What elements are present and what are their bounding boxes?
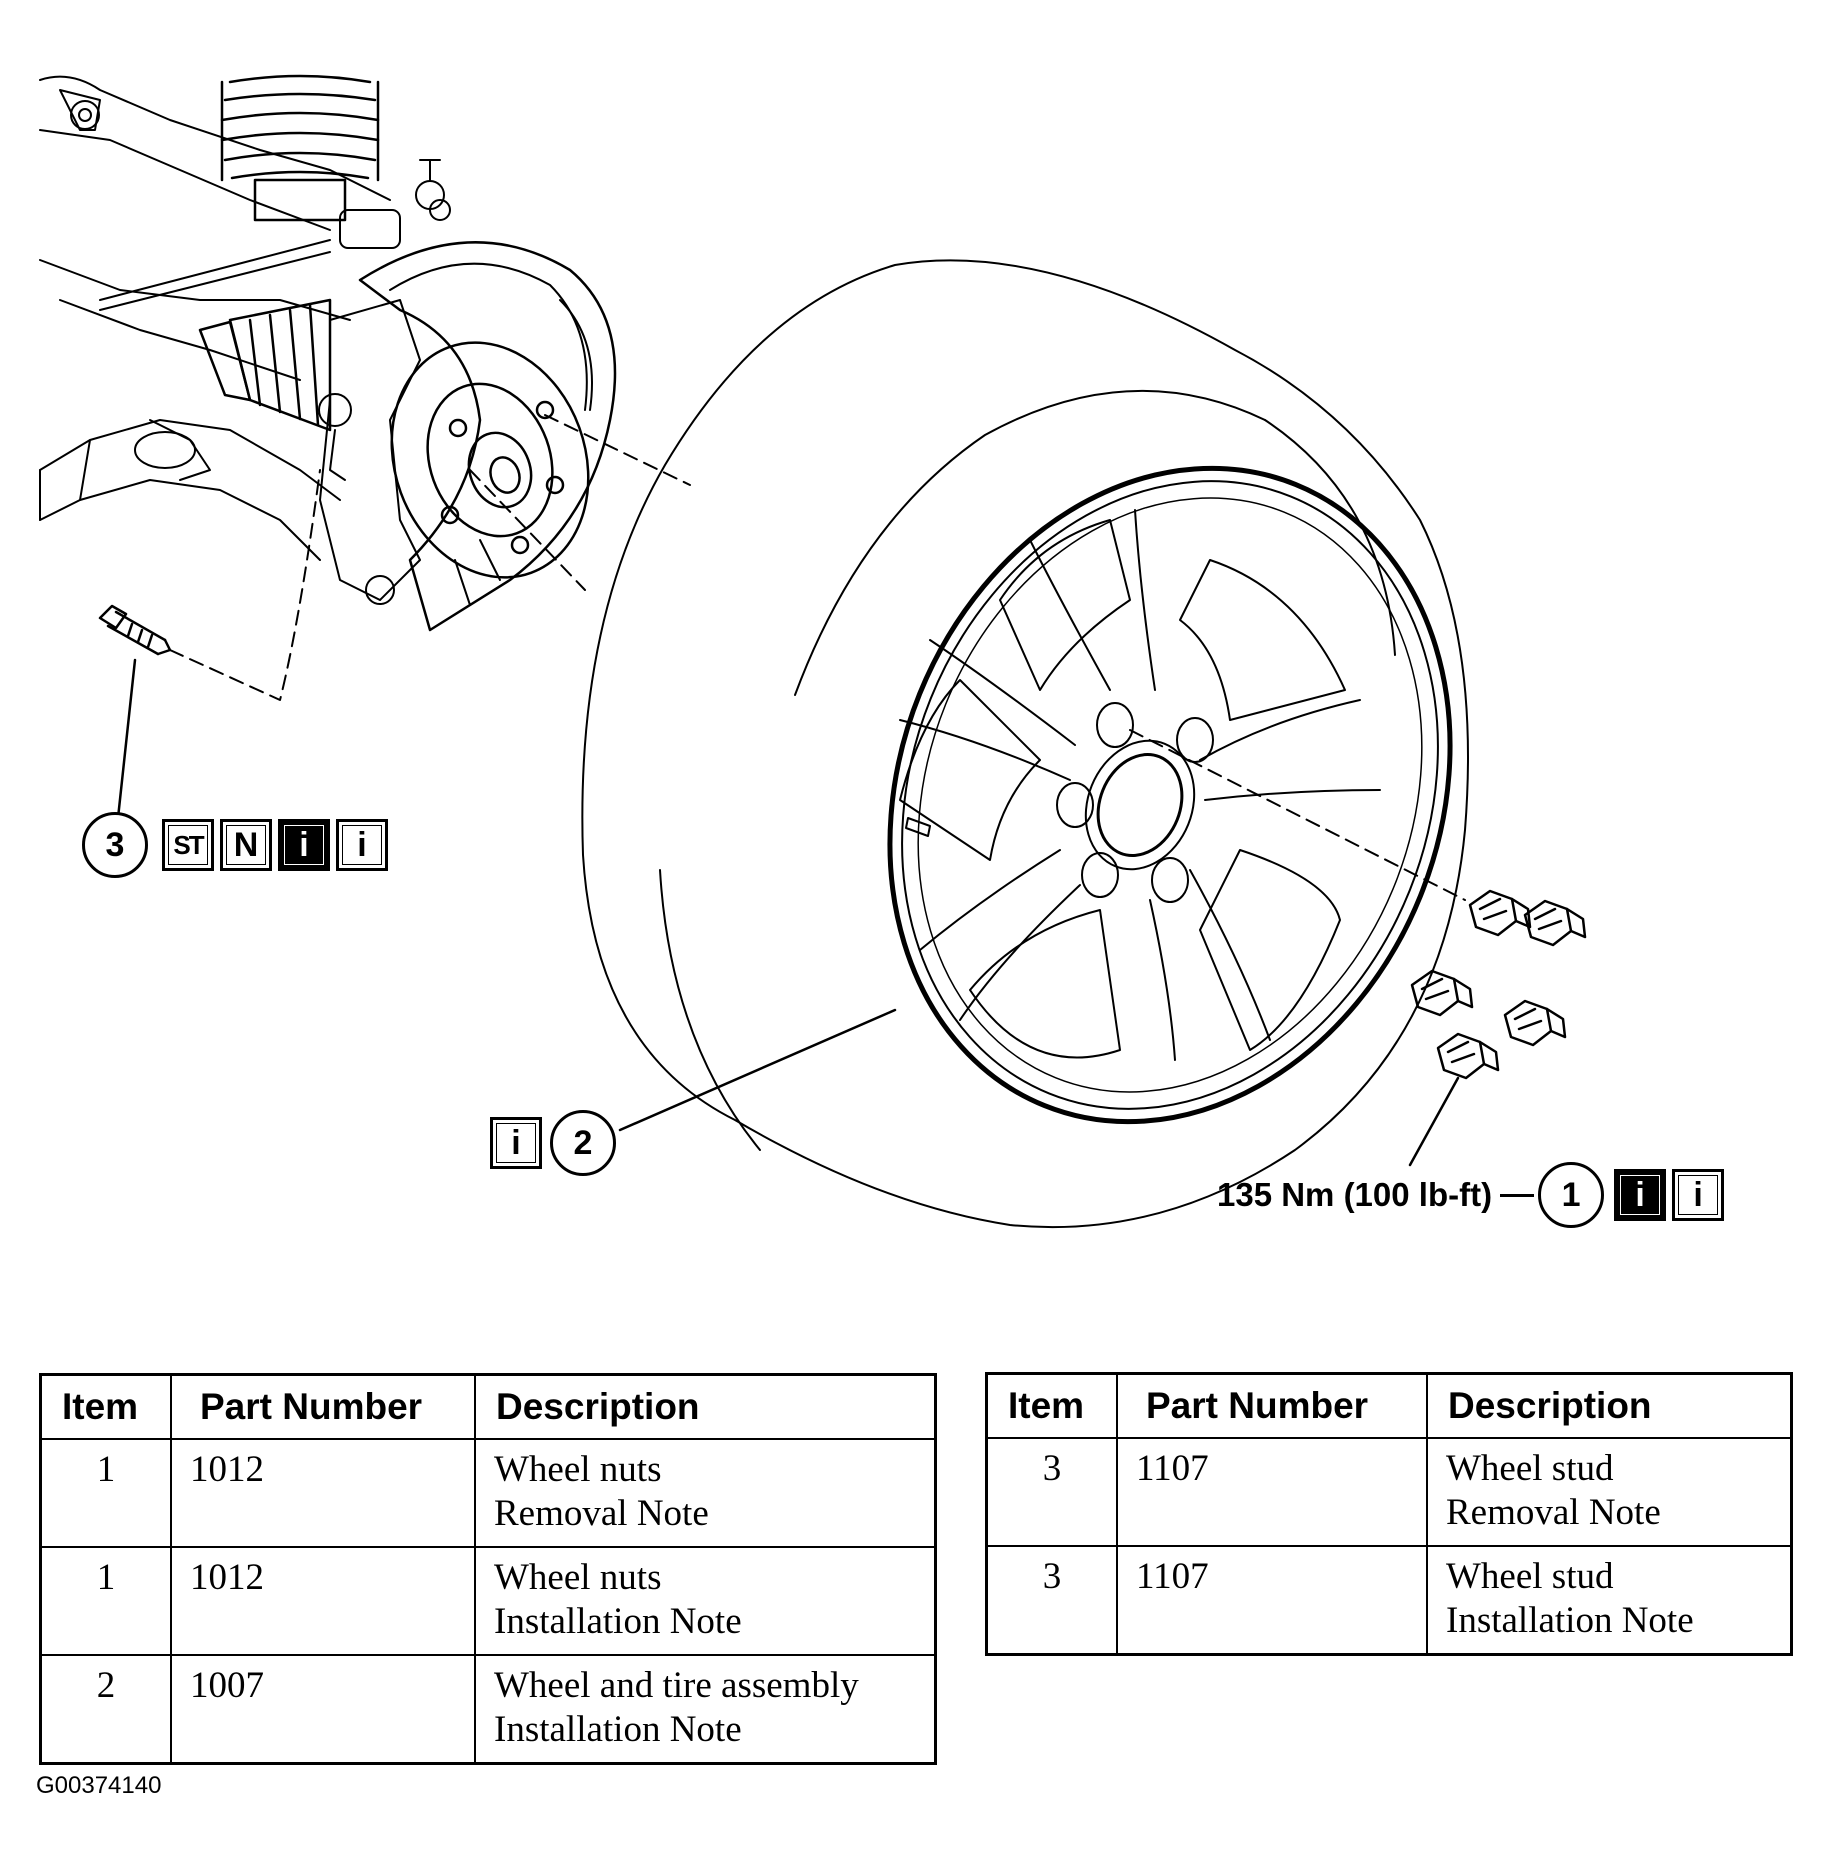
description-cell: Wheel stud Removal Note — [1426, 1437, 1793, 1547]
description-note[interactable]: Installation Note — [494, 1601, 742, 1642]
item-cell: 1 — [39, 1438, 172, 1548]
assembly-dashed-lines — [169, 414, 1466, 901]
part-number-cell: 1012 — [170, 1546, 476, 1656]
figure-id: G00374140 — [36, 1772, 162, 1799]
removal-info-icon: i — [1614, 1169, 1667, 1221]
item-cell: 2 — [39, 1654, 172, 1765]
table-row: 1 1012 Wheel nuts Installation Note — [39, 1546, 937, 1656]
installation-info-icon: i — [1672, 1169, 1725, 1221]
installation-info-icon: i — [490, 1117, 542, 1169]
item-cell: 3 — [985, 1437, 1118, 1547]
column-header-item: Item — [39, 1373, 172, 1440]
wheel-stud — [98, 604, 172, 656]
removal-info-icon: i — [278, 819, 330, 871]
brake-shield — [358, 241, 617, 632]
part-number-cell: 1012 — [170, 1438, 476, 1548]
column-header-item: Item — [985, 1372, 1118, 1439]
description-name: Wheel stud — [1446, 1556, 1614, 1597]
parts-table-right: Item Part Number Description 3 1107 Whee… — [985, 1372, 1793, 1656]
item-number-circle: 2 — [550, 1110, 616, 1176]
wheel-rim — [887, 465, 1453, 1125]
installation-info-icon: i — [336, 819, 388, 871]
description-note[interactable]: Installation Note — [1446, 1600, 1694, 1641]
parts-table-left: Item Part Number Description 1 1012 Whee… — [39, 1373, 937, 1765]
tire — [581, 259, 1469, 1229]
part-number-cell: 1107 — [1116, 1437, 1428, 1547]
wheel-assembly-illustration — [39, 74, 1587, 1229]
description-cell: Wheel and tire assembly Installation Not… — [474, 1654, 937, 1765]
callout-item-3: 3 ST N i i — [82, 812, 388, 878]
item-number-circle: 1 — [1538, 1162, 1605, 1228]
callout-leader-lines — [116, 658, 1460, 1167]
description-name: Wheel stud — [1446, 1448, 1614, 1489]
description-name: Wheel nuts — [494, 1449, 662, 1490]
part-number-cell: 1107 — [1116, 1545, 1428, 1656]
column-header-description: Description — [1426, 1372, 1793, 1439]
suspension-knuckle-drawing — [39, 74, 617, 632]
column-header-part-number: Part Number — [1116, 1372, 1428, 1439]
description-note[interactable]: Removal Note — [1446, 1492, 1661, 1533]
table-header-row: Item Part Number Description — [39, 1373, 937, 1440]
torque-specification: 135 Nm (100 lb-ft) — [1217, 1176, 1493, 1213]
description-note[interactable]: Installation Note — [494, 1709, 742, 1750]
callout-item-2: i 2 — [490, 1110, 616, 1176]
leader-dash — [1500, 1193, 1535, 1197]
cv-boot — [198, 298, 332, 432]
description-name: Wheel nuts — [494, 1557, 662, 1598]
wheel-hub — [390, 341, 590, 579]
column-header-description: Description — [474, 1373, 937, 1440]
new-part-symbol: N — [220, 819, 272, 871]
description-note[interactable]: Removal Note — [494, 1493, 709, 1534]
item-cell: 3 — [985, 1545, 1118, 1656]
table-row: 2 1007 Wheel and tire assembly Installat… — [39, 1654, 937, 1765]
description-cell: Wheel stud Installation Note — [1426, 1545, 1793, 1656]
item-number-circle: 3 — [82, 812, 148, 878]
table-row: 3 1107 Wheel stud Removal Note — [985, 1437, 1793, 1547]
table-row: 1 1012 Wheel nuts Removal Note — [39, 1438, 937, 1548]
wheel-nuts — [1410, 889, 1587, 1080]
table-row: 3 1107 Wheel stud Installation Note — [985, 1545, 1793, 1656]
item-cell: 1 — [39, 1546, 172, 1656]
description-name: Wheel and tire assembly — [494, 1665, 859, 1706]
description-cell: Wheel nuts Removal Note — [474, 1438, 937, 1548]
special-tool-symbol: ST — [162, 819, 214, 871]
column-header-part-number: Part Number — [170, 1373, 476, 1440]
callout-item-1: 135 Nm (100 lb-ft) 1 i i — [1217, 1162, 1725, 1228]
description-cell: Wheel nuts Installation Note — [474, 1546, 937, 1656]
table-header-row: Item Part Number Description — [985, 1372, 1793, 1439]
part-number-cell: 1007 — [170, 1654, 476, 1765]
coil-spring — [220, 74, 380, 222]
